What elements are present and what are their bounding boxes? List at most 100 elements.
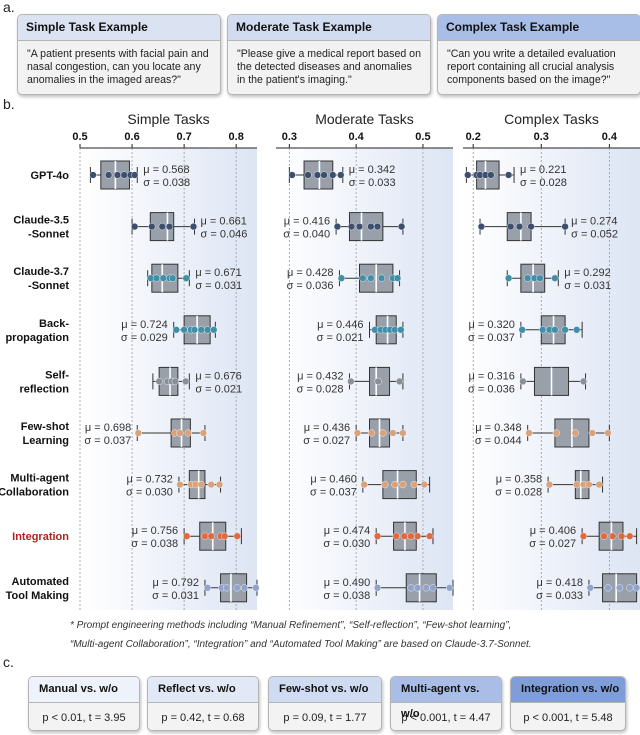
row-label: Claude-3.5 [13, 215, 69, 227]
data-point [176, 481, 184, 489]
data-point [367, 223, 375, 231]
std-label: σ = 0.037 [310, 487, 357, 499]
data-point [199, 429, 207, 437]
integration-comparison-stat: p < 0.001, t = 5.48 [523, 712, 613, 724]
data-point [505, 171, 513, 179]
data-point [446, 584, 454, 592]
std-label: σ = 0.031 [152, 590, 199, 602]
data-point [579, 532, 588, 540]
data-point [347, 377, 355, 386]
data-point [152, 274, 161, 282]
data-point [233, 584, 241, 592]
row-label: Claude-3.7 [13, 266, 69, 278]
std-label: σ = 0.033 [349, 177, 396, 189]
row-label: -Sonnet [28, 229, 69, 241]
std-label: σ = 0.028 [495, 487, 542, 499]
data-point [397, 326, 405, 334]
tick-label: 0.5 [72, 131, 87, 143]
fewshot-comparison-title: Few-shot vs. w/o [269, 677, 381, 703]
mean-label: μ = 0.348 [475, 422, 521, 434]
data-point [158, 223, 166, 231]
tick-label: 0.4 [349, 131, 365, 143]
std-label: σ = 0.029 [121, 332, 168, 344]
data-point [561, 326, 569, 334]
integration-comparison-title: Integration vs. w/o [511, 677, 625, 703]
data-point [288, 171, 296, 179]
row-label: Multi-agent [10, 473, 69, 485]
integration-comparison-card: Integration vs. w/o p < 0.001, t = 5.48 [510, 676, 626, 731]
simple-task-card: Simple Task Example "A patient presents … [17, 14, 221, 95]
data-point [392, 532, 400, 540]
data-point [626, 532, 634, 540]
data-point [189, 223, 198, 231]
row-label: Self- [45, 369, 69, 381]
data-point [410, 481, 418, 489]
data-point [464, 171, 472, 179]
multiagent-comparison-stat: p < 0.001, t = 4.47 [401, 712, 491, 724]
data-point [414, 584, 422, 592]
row-label: Few-shot [21, 421, 70, 433]
data-point [215, 481, 224, 489]
data-point [379, 429, 387, 437]
mean-label: μ = 0.406 [530, 525, 576, 537]
tick-label: 0.6 [124, 131, 139, 143]
simple-task-title: Simple Task Example [18, 15, 220, 41]
data-point [573, 481, 581, 489]
data-point [337, 171, 345, 179]
mean-label: μ = 0.436 [304, 422, 350, 434]
reflect-comparison-stat: p = 0.42, t = 0.68 [161, 712, 245, 724]
data-point [571, 429, 579, 437]
tick-label: 0.2 [466, 131, 481, 143]
mean-label: μ = 0.320 [468, 319, 514, 331]
mean-label: μ = 0.474 [324, 525, 370, 537]
std-label: σ = 0.052 [571, 229, 618, 241]
std-label: σ = 0.028 [520, 177, 567, 189]
data-point [320, 171, 328, 179]
data-point [148, 223, 156, 231]
data-point [359, 274, 367, 282]
footnote-line-1: * Prompt engineering methods including “… [70, 620, 512, 631]
data-point [113, 171, 122, 179]
data-point [626, 584, 634, 592]
std-label: σ = 0.030 [323, 538, 370, 550]
data-point [615, 584, 624, 592]
std-label: σ = 0.030 [126, 487, 173, 499]
std-label: σ = 0.046 [201, 229, 248, 241]
mean-label: μ = 0.724 [121, 319, 167, 331]
data-point [414, 532, 422, 540]
std-label: σ = 0.044 [475, 435, 522, 447]
footnote-line-2: “Multi-agent Collaboration”, “Integratio… [70, 639, 532, 650]
mean-label: μ = 0.432 [297, 370, 343, 382]
data-point [367, 429, 376, 437]
data-point [172, 326, 180, 334]
data-point [391, 481, 399, 489]
data-point [399, 481, 407, 489]
data-point [333, 223, 342, 231]
data-point [201, 532, 209, 540]
data-point [197, 326, 205, 334]
data-point [573, 326, 581, 334]
std-label: σ = 0.033 [536, 590, 583, 602]
std-label: σ = 0.027 [303, 435, 350, 447]
data-point [604, 429, 612, 437]
data-point [105, 171, 113, 179]
mean-label: μ = 0.292 [564, 267, 610, 279]
mean-label: μ = 0.428 [287, 267, 333, 279]
data-point [524, 274, 532, 282]
tick-label: 0.7 [176, 131, 191, 143]
data-point [561, 223, 569, 231]
multiagent-comparison-card: Multi-agent vs. w/o p < 0.001, t = 4.47 [390, 676, 502, 731]
data-point [395, 377, 404, 386]
complex-task-text: "Can you write a detailed evaluation rep… [447, 48, 616, 86]
data-point [207, 481, 215, 489]
row-label: propagation [5, 332, 69, 344]
data-point [579, 377, 588, 386]
data-point [551, 326, 559, 334]
data-point [347, 223, 356, 231]
fewshot-comparison-stat: p = 0.09, t = 1.77 [283, 712, 367, 724]
complex-task-card: Complex Task Example "Can you write a de… [437, 14, 640, 95]
mean-label: μ = 0.316 [468, 370, 514, 382]
data-point [551, 274, 559, 282]
row-label: Back- [39, 318, 69, 330]
